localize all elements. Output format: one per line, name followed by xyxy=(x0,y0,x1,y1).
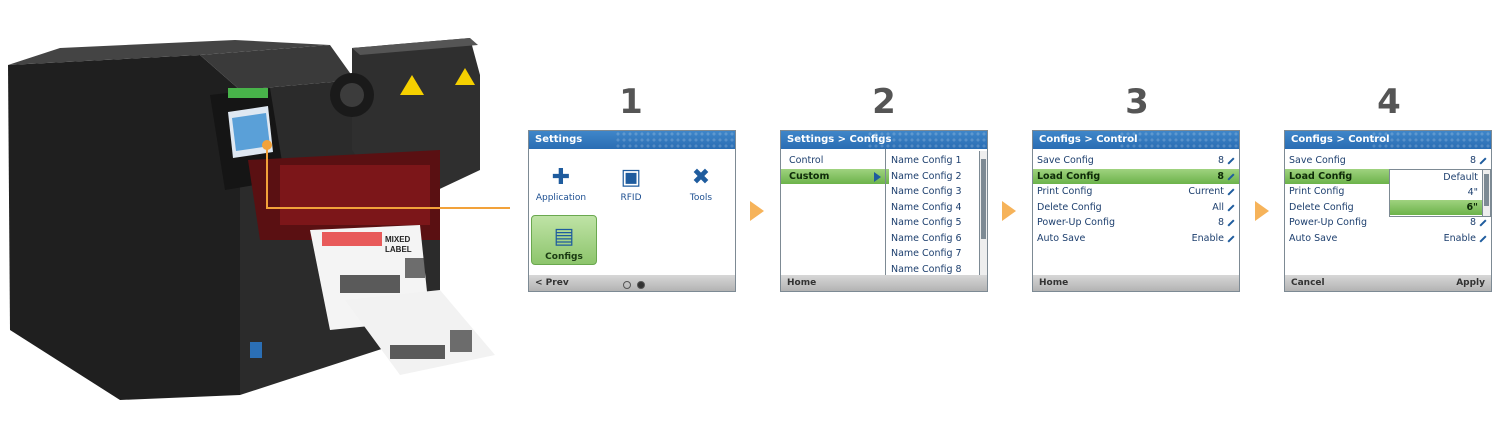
scrollbar[interactable] xyxy=(1482,170,1490,216)
svg-text:LABEL: LABEL xyxy=(385,245,412,254)
footer-bar: Home xyxy=(1033,275,1239,291)
control-screen-dropdown: Configs > Control Save Config 8 Load Con… xyxy=(1284,130,1492,292)
setting-row-save-config[interactable]: Save Config 8 xyxy=(1285,153,1491,168)
cancel-button[interactable]: Cancel xyxy=(1291,278,1325,288)
menu-item-custom[interactable]: Custom xyxy=(781,169,889,184)
page-dot xyxy=(637,281,645,289)
list-item[interactable]: Name Config 2 xyxy=(891,171,962,182)
edit-icon xyxy=(1479,218,1487,227)
folder-icon: ▤ xyxy=(553,224,575,249)
setting-row-power-up-config[interactable]: Power-Up Config 8 xyxy=(1033,215,1239,230)
scrollbar-thumb[interactable] xyxy=(1484,174,1489,206)
setting-row-power-up-config[interactable]: Power-Up Config 8 xyxy=(1285,215,1491,230)
settings-screen: Settings ✚ Application ▣ RFID ✖ Tools ▤ … xyxy=(528,130,736,292)
tools-icon: ✖ xyxy=(691,165,711,190)
setting-row-auto-save[interactable]: Auto Save Enable xyxy=(1285,231,1491,246)
setting-row-print-config[interactable]: Print Config Current xyxy=(1033,184,1239,199)
tile-tools[interactable]: ✖ Tools xyxy=(669,157,733,205)
edit-icon xyxy=(1227,234,1235,243)
footer-bar: Cancel Apply xyxy=(1285,275,1491,291)
scrollbar[interactable] xyxy=(979,151,987,275)
step-number: 3 xyxy=(1125,82,1149,122)
control-screen: Configs > Control Save Config 8 Load Con… xyxy=(1032,130,1240,292)
next-arrow-icon xyxy=(1255,201,1269,221)
edit-icon xyxy=(1479,234,1487,243)
configs-screen: Settings > Configs Control Custom Name C… xyxy=(780,130,988,292)
next-arrow-icon xyxy=(1002,201,1016,221)
list-item[interactable]: Name Config 3 xyxy=(891,186,962,197)
scrollbar-thumb[interactable] xyxy=(981,159,986,239)
screen-title: Settings > Configs xyxy=(781,131,987,149)
dropdown-option-4in[interactable]: 4" xyxy=(1467,187,1478,198)
next-arrow-icon xyxy=(750,201,764,221)
edit-icon xyxy=(1227,156,1235,165)
setting-row-delete-config[interactable]: Delete Config xyxy=(1289,202,1354,213)
dropdown-option-default[interactable]: Default xyxy=(1443,172,1478,183)
step-number: 2 xyxy=(872,82,896,122)
edit-icon xyxy=(1227,218,1235,227)
callout-line xyxy=(266,145,268,209)
tile-application[interactable]: ✚ Application xyxy=(529,157,593,205)
callout-line xyxy=(266,207,510,209)
setting-row-load-config[interactable]: Load Config 8 xyxy=(1033,169,1239,184)
list-item[interactable]: Name Config 6 xyxy=(891,233,962,244)
edit-icon xyxy=(1227,187,1235,196)
page-dot xyxy=(623,281,631,289)
list-item[interactable]: Name Config 5 xyxy=(891,217,962,228)
list-item[interactable]: Name Config 7 xyxy=(891,248,962,259)
step-number: 4 xyxy=(1377,82,1401,122)
footer-bar: < Prev xyxy=(529,275,735,291)
load-config-dropdown[interactable]: Default 4" 6" xyxy=(1389,169,1491,217)
warning-icon xyxy=(400,75,424,95)
edit-icon xyxy=(1227,203,1235,212)
screen-title: Configs > Control xyxy=(1285,131,1491,149)
setting-row-load-config[interactable]: Load Config xyxy=(1285,169,1389,184)
home-button[interactable]: Home xyxy=(1039,278,1069,288)
screen-title: Settings xyxy=(529,131,735,149)
edit-icon xyxy=(1227,172,1235,181)
edit-icon xyxy=(1479,156,1487,165)
setting-row-auto-save[interactable]: Auto Save Enable xyxy=(1033,231,1239,246)
home-button[interactable]: Home xyxy=(787,278,817,288)
footer-bar: Home xyxy=(781,275,987,291)
tile-rfid[interactable]: ▣ RFID xyxy=(599,157,663,205)
list-item[interactable]: Name Config 1 xyxy=(891,155,962,166)
screen-title: Configs > Control xyxy=(1033,131,1239,149)
puzzle-icon: ✚ xyxy=(551,165,571,190)
tile-configs[interactable]: ▤ Configs xyxy=(531,215,597,265)
page-indicator xyxy=(623,279,651,291)
list-item[interactable]: Name Config 8 xyxy=(891,264,962,275)
dropdown-option-6in[interactable]: 6" xyxy=(1390,200,1482,215)
printer-illustration: MIXED LABEL xyxy=(0,0,510,420)
setting-row-save-config[interactable]: Save Config 8 xyxy=(1033,153,1239,168)
step-number: 1 xyxy=(619,82,643,122)
svg-text:MIXED: MIXED xyxy=(385,235,411,244)
expand-arrow-icon xyxy=(874,172,881,182)
setting-row-delete-config[interactable]: Delete Config All xyxy=(1033,200,1239,215)
menu-item-control[interactable]: Control xyxy=(789,155,824,166)
rfid-icon: ▣ xyxy=(620,165,642,190)
divider xyxy=(885,149,886,275)
prev-button[interactable]: < Prev xyxy=(535,278,569,288)
list-item[interactable]: Name Config 4 xyxy=(891,202,962,213)
apply-button[interactable]: Apply xyxy=(1456,278,1485,288)
setting-row-print-config[interactable]: Print Config xyxy=(1289,186,1345,197)
